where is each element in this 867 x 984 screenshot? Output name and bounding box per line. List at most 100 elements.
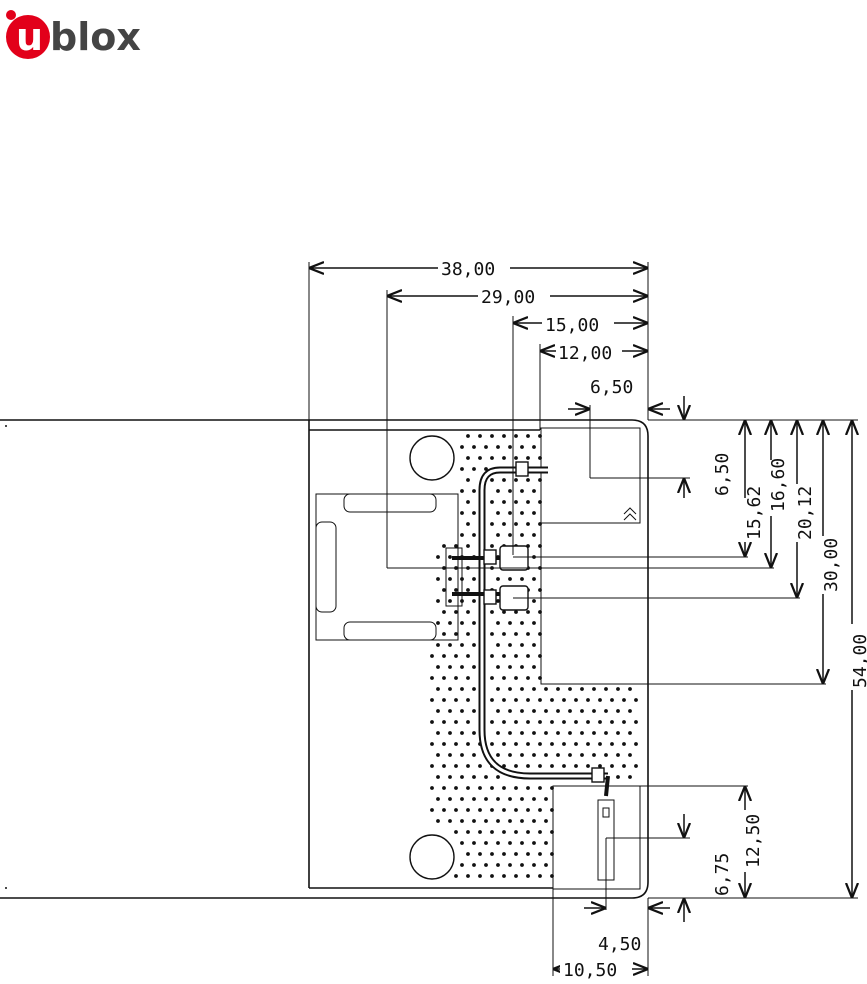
via-dot bbox=[514, 742, 518, 746]
via-dot bbox=[448, 819, 452, 823]
via-dot bbox=[526, 500, 530, 504]
via-dot bbox=[514, 500, 518, 504]
via-dot bbox=[454, 720, 458, 724]
via-dot bbox=[508, 511, 512, 515]
via-dot bbox=[466, 676, 470, 680]
via-dot bbox=[484, 775, 488, 779]
via-dot bbox=[478, 456, 482, 460]
via-dot bbox=[538, 456, 542, 460]
via-dot bbox=[430, 720, 434, 724]
via-dot bbox=[622, 720, 626, 724]
via-dot bbox=[592, 753, 596, 757]
via-dot bbox=[556, 687, 560, 691]
via-dot bbox=[580, 687, 584, 691]
via-dot bbox=[532, 731, 536, 735]
via-dot bbox=[610, 698, 614, 702]
via-dot bbox=[616, 709, 620, 713]
via-dot bbox=[496, 841, 500, 845]
via-dot bbox=[448, 775, 452, 779]
via-dot bbox=[472, 797, 476, 801]
via-dot bbox=[442, 610, 446, 614]
via-dot bbox=[472, 731, 476, 735]
via-dot bbox=[520, 577, 524, 581]
via-dot bbox=[604, 753, 608, 757]
via-dot bbox=[508, 797, 512, 801]
via-dot bbox=[502, 500, 506, 504]
via-dot bbox=[448, 687, 452, 691]
via-dot bbox=[490, 742, 494, 746]
via-dot bbox=[430, 786, 434, 790]
via-dot bbox=[496, 687, 500, 691]
via-dot bbox=[544, 687, 548, 691]
via-dot bbox=[430, 742, 434, 746]
via-dot bbox=[628, 687, 632, 691]
chevron-icon bbox=[624, 508, 636, 520]
via-dot bbox=[454, 830, 458, 834]
via-dot bbox=[460, 577, 464, 581]
via-dot bbox=[502, 654, 506, 658]
dim-4-50: 4,50 bbox=[598, 934, 641, 955]
via-dot bbox=[526, 852, 530, 856]
via-dot bbox=[532, 643, 536, 647]
via-dot bbox=[544, 709, 548, 713]
via-dot bbox=[436, 687, 440, 691]
via-dot bbox=[466, 478, 470, 482]
via-dot bbox=[466, 742, 470, 746]
via-dot bbox=[466, 786, 470, 790]
via-dot bbox=[502, 808, 506, 812]
dim-16-60: 16,60 bbox=[768, 458, 789, 512]
via-dot bbox=[466, 632, 470, 636]
via-dot bbox=[502, 522, 506, 526]
via-dot bbox=[508, 863, 512, 867]
via-dot bbox=[466, 588, 470, 592]
keep-out-areas bbox=[541, 428, 640, 889]
via-dot bbox=[628, 775, 632, 779]
via-dot bbox=[508, 665, 512, 669]
via-dot bbox=[520, 797, 524, 801]
via-dot bbox=[574, 742, 578, 746]
via-dot bbox=[544, 753, 548, 757]
via-dot bbox=[442, 786, 446, 790]
via-dot bbox=[454, 764, 458, 768]
via-dot bbox=[544, 819, 548, 823]
via-dot bbox=[610, 720, 614, 724]
antenna-element bbox=[316, 494, 462, 640]
via-dot bbox=[496, 621, 500, 625]
via-dot bbox=[466, 456, 470, 460]
via-dot bbox=[562, 742, 566, 746]
via-dot bbox=[472, 665, 476, 669]
via-dot bbox=[538, 808, 542, 812]
via-dot bbox=[448, 577, 452, 581]
mounting-hole-top bbox=[410, 436, 454, 480]
via-dot bbox=[502, 742, 506, 746]
via-dot bbox=[532, 511, 536, 515]
via-dot bbox=[472, 599, 476, 603]
via-dot bbox=[508, 445, 512, 449]
via-dot bbox=[604, 731, 608, 735]
dim-29-00: 29,00 bbox=[481, 287, 535, 308]
via-dot bbox=[448, 643, 452, 647]
via-dot bbox=[442, 720, 446, 724]
via-dot bbox=[460, 511, 464, 515]
via-dot bbox=[532, 489, 536, 493]
via-dot bbox=[454, 544, 458, 548]
via-dot bbox=[556, 731, 560, 735]
via-dot bbox=[496, 775, 500, 779]
via-dot bbox=[496, 863, 500, 867]
via-dot bbox=[592, 731, 596, 735]
dim-6-75: 6,75 bbox=[712, 853, 733, 896]
dimension-labels-vertical: 6,50 15,62 16,60 20,12 30,00 54,00 12,50… bbox=[712, 453, 867, 896]
via-dot bbox=[490, 632, 494, 636]
via-dot bbox=[592, 709, 596, 713]
via-dot bbox=[454, 632, 458, 636]
via-dot bbox=[496, 709, 500, 713]
via-dot bbox=[508, 489, 512, 493]
via-dot bbox=[514, 852, 518, 856]
via-dot bbox=[538, 742, 542, 746]
via-dot bbox=[466, 544, 470, 548]
via-dot bbox=[550, 742, 554, 746]
via-dot bbox=[460, 533, 464, 537]
via-dot bbox=[436, 621, 440, 625]
via-dot bbox=[532, 577, 536, 581]
via-dot bbox=[496, 577, 500, 581]
